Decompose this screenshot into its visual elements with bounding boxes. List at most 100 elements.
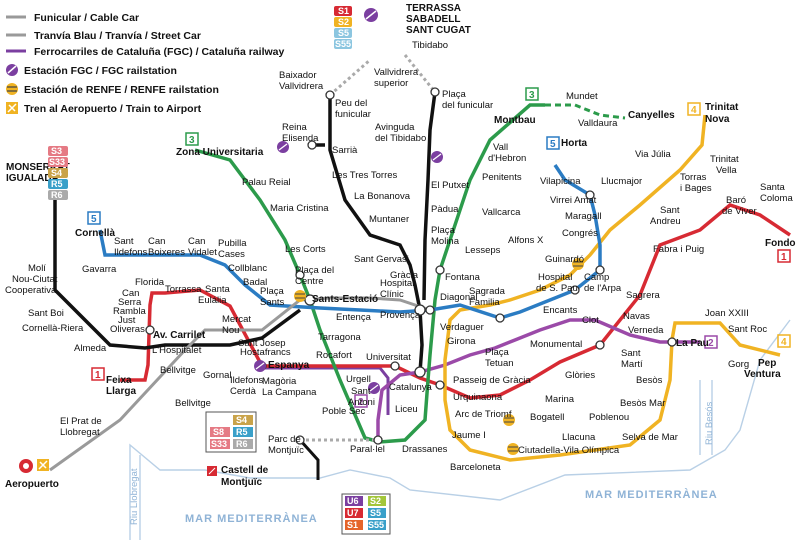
label-stations-placa-tetuan-1: Plaça <box>485 347 509 358</box>
label-stations-cornella-riera: Cornellà-Riera <box>22 323 84 334</box>
label-stations-virrei-amat: Virrei Amat <box>550 195 597 206</box>
label-stations-verneda: Verneda <box>628 325 664 336</box>
label-stations-santa-coloma-2: Coloma <box>760 193 793 204</box>
label-stations-liceu: Liceu <box>395 404 418 415</box>
label-stations-joan-xxiii: Joan XXIII <box>705 308 749 319</box>
label-stations-gornal: Gornal <box>203 370 232 381</box>
label-stations-llacuna: Llacuna <box>562 432 596 443</box>
label-stations-tres-torres: Les Tres Torres <box>332 170 398 181</box>
label-stations-padua: Pàdua <box>431 204 459 215</box>
legend-fgc-station-icon <box>6 64 18 76</box>
label-stations-barceloneta: Barceloneta <box>450 462 501 473</box>
label-stations-hospital-sp-1: Hospital <box>538 272 572 283</box>
label-stations-vallvidrera-1: Vallvidrera <box>374 67 419 78</box>
coastline <box>129 319 791 540</box>
label-stations-ciutadella: Ciutadella-Vila Olímpica <box>518 445 620 456</box>
label-stations-clot: Clot <box>582 315 599 326</box>
label-stations-trinitat-nova-2: Nova <box>705 114 730 125</box>
label-stations-castell-1: Castell de <box>221 465 269 476</box>
label-stations-entenca: Entença <box>336 312 372 323</box>
label-stations-placa-centre-1: Plaça del <box>295 265 334 276</box>
label-stations-tarragona: Tarragona <box>318 332 361 343</box>
terminus-sabadell: SABADELL <box>406 14 460 25</box>
label-stations-urquinaona: Urquinaona <box>453 392 503 403</box>
label-stations-badal: Badal <box>243 277 267 288</box>
label-stations-cornella: Cornellà <box>75 228 115 239</box>
label-stations-mercat-1: Mercat <box>222 314 251 325</box>
terminus-terrassa: TERRASSA <box>406 3 461 14</box>
label-badges-s33: S33 <box>49 157 65 167</box>
label-stations-can-vidalet-2: Vidalet <box>188 247 217 258</box>
label-stations-sagrada-familia-1: Sagrada <box>469 286 506 297</box>
label-stations-diagonal: Diagonal <box>440 292 478 303</box>
label-badges-l2: 2 <box>708 338 714 349</box>
label-stations-sant-ildefons-1: Sant <box>114 236 134 247</box>
label-stations-peu-2: funicular <box>335 109 371 120</box>
label-stations-florida: Florida <box>135 277 165 288</box>
label-stations-gavarra: Gavarra <box>82 264 117 275</box>
label-stations-rambla-3: Oliveras <box>110 324 145 335</box>
label-stations-hostafrancs: Hostafrancs <box>240 347 291 358</box>
terminus-monserrat: MONSERRAT <box>6 162 70 173</box>
label-stations-placa-tetuan-2: Tetuan <box>485 358 514 369</box>
label-badges-l4: 4 <box>691 105 697 116</box>
legend-renfe-station-icon <box>6 83 18 95</box>
label-stations-sant-marti-1: Sant <box>621 348 641 359</box>
label-stations-encants: Encants <box>543 305 578 316</box>
badges-espanya: S4 S8 R5 S33 R6 <box>205 411 257 453</box>
label-stations-vall-hebron-1: Vall <box>493 142 508 153</box>
label-stations-fontana: Fontana <box>445 272 481 283</box>
label-stations-santa-eulalia-2: Eulália <box>198 295 227 306</box>
fgc-station-icons <box>254 141 443 394</box>
label-stations-pubilla-2: Cases <box>218 249 245 260</box>
label-stations-baixador-2: Vallvidrera <box>279 81 324 92</box>
label-badges-s55: S55 <box>335 39 351 49</box>
label-badges-s3: S3 <box>51 146 62 156</box>
label-stations-moli-2: Nou-Ciutat <box>12 274 58 285</box>
label-stations-horta: Horta <box>561 138 588 149</box>
label-stations-baixador-1: Baixador <box>279 70 317 81</box>
label-badges-u6: U6 <box>347 496 359 506</box>
river-llobregat-label: Riu Llobregat <box>129 468 140 525</box>
label-stations-placa-molina-2: Molina <box>431 236 460 247</box>
label-stations-aeropuerto: Aeropuerto <box>5 479 59 490</box>
label-stations-avinguda-2: del Tibidabo <box>375 133 426 144</box>
label-stations-lesseps: Lesseps <box>465 245 501 256</box>
label-stations-gorg: Gorg <box>728 359 749 370</box>
label-stations-trinitat-vella-2: Vella <box>716 165 737 176</box>
label-badges-l3: 3 <box>189 135 195 146</box>
label-stations-moli-3: Cooperativa <box>5 285 57 296</box>
label-stations-placa-sants-2: Sants <box>260 297 285 308</box>
label-stations-catalunya: Catalunya <box>389 382 432 393</box>
label-stations-avinguda-1: Avinguda <box>375 122 415 133</box>
label-badges-s8: S8 <box>213 427 224 437</box>
label-stations-moli-1: Molí <box>28 263 46 274</box>
label-badges-r6: R6 <box>51 190 63 200</box>
label-stations-sarria: Sarrià <box>332 145 358 156</box>
label-stations-sant-gervasi: Sant Gervasi <box>354 254 409 265</box>
label-stations-poble-sec: Poble Sec <box>322 406 366 417</box>
label-stations-santa-eulalia-1: Santa <box>205 284 231 295</box>
label-stations-poblenou: Poblenou <box>589 412 629 423</box>
badges-catalunya: U6 S2 U7 S5 S1 S55 <box>341 493 391 535</box>
label-stations-placa-fun-2: del funicular <box>442 100 493 111</box>
label-stations-penitents: Penitents <box>482 172 522 183</box>
label-stations-sant-marti-2: Martí <box>621 359 643 370</box>
label-badges-u7: U7 <box>347 508 359 518</box>
label-stations-magoria-2: La Campana <box>262 387 317 398</box>
terminus-sant-cugat: SANT CUGAT <box>406 25 471 36</box>
airport-icon <box>19 459 49 473</box>
label-stations-gracia: Gràcia <box>390 270 419 281</box>
label-stations-fondo: Fondo <box>765 238 796 249</box>
label-stations-pubilla-1: Pubilla <box>218 238 247 249</box>
label-stations-canyelles: Canyelles <box>628 110 675 121</box>
label-stations-bonanova: La Bonanova <box>354 191 411 202</box>
label-badges-s2: S2 <box>338 17 349 27</box>
label-stations-hospital-clinic-1: Hospital <box>380 278 414 289</box>
label-stations-navas: Navas <box>623 311 650 322</box>
label-stations-la-pau: La Pau <box>676 338 709 349</box>
label-stations-camp-arpa-1: Camp <box>584 272 609 283</box>
label-stations-el-prat-1: El Prat de <box>60 416 102 427</box>
label-stations-sant-josep: Sant Josep <box>238 338 286 349</box>
label-stations-vilapicina: Vilapicina <box>540 176 581 187</box>
